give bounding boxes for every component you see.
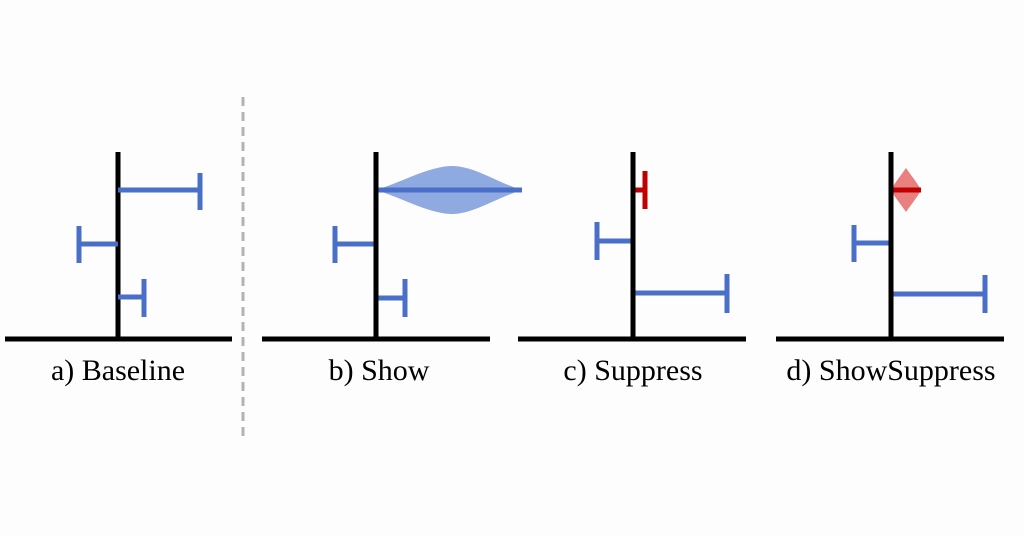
panel-baseline: a) Baseline — [5, 152, 232, 387]
panel-caption: b) Show — [329, 354, 430, 387]
error-bar-top — [118, 173, 203, 210]
panel-suppress: c) Suppress — [518, 152, 746, 387]
error-bar-bottom — [633, 274, 730, 313]
error-bar-middle — [594, 222, 633, 260]
panel-showsuppress: d) ShowSuppress — [776, 152, 1004, 387]
panel-caption: a) Baseline — [51, 354, 185, 387]
error-bar-middle — [851, 225, 891, 262]
panel-caption: d) ShowSuppress — [786, 354, 995, 387]
panel-caption: c) Suppress — [563, 354, 702, 387]
error-bar-middle — [332, 226, 376, 263]
error-bar-bottom — [118, 279, 147, 317]
panel-show: b) Show — [262, 152, 522, 387]
error-bar-bottom — [376, 279, 408, 317]
error-bar-middle — [76, 226, 118, 263]
error-bar-bottom — [891, 275, 988, 313]
